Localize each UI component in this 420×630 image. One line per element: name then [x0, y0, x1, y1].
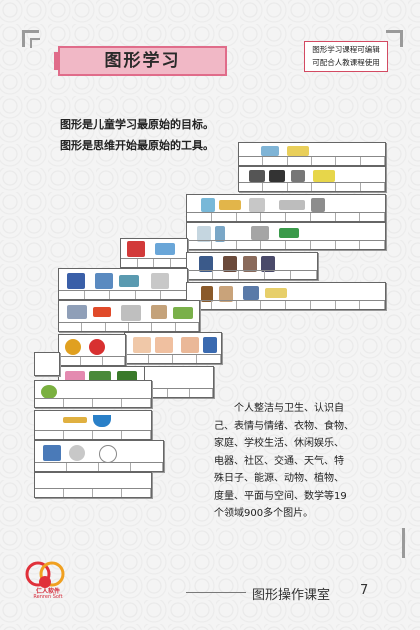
description-line: 度量、平面与空间、数学等19 — [214, 490, 347, 502]
picture-card — [34, 380, 152, 408]
footer-label: 图形操作课室 — [252, 588, 331, 603]
picture-card — [186, 282, 386, 310]
page-number: 7 — [360, 583, 369, 598]
picture-card — [120, 238, 188, 268]
logo-subtitle: Renren Soft — [33, 594, 63, 600]
description-line: 殊日子、能源、动物、植物、 — [214, 473, 344, 484]
note-line-2: 可配合人教课程使用 — [312, 58, 380, 67]
intro-line-2: 图形是思维开始最原始的工具。 — [60, 139, 214, 152]
picture-card — [58, 334, 126, 366]
corner-top-right — [386, 30, 403, 47]
footer-divider — [186, 592, 246, 593]
picture-card — [238, 142, 386, 166]
renren-logo-icon — [25, 561, 65, 588]
description-paragraph: 个人整洁与卫生、认识自 己、表情与情绪、衣物、食物、 家庭、学校生活、休闲娱乐、… — [214, 400, 374, 523]
description-line: 家庭、学校生活、休闲娱乐、 — [214, 438, 344, 449]
logo-name: 仁人软件 — [35, 588, 60, 595]
description-line: 电器、社区、交通、天气、特 — [214, 455, 344, 467]
page-title: 图形学习 — [104, 51, 181, 71]
description-line: 个领域900多个图片。 — [214, 508, 314, 519]
description-line: 个人整洁与卫生、认识自 — [234, 403, 344, 414]
picture-card — [58, 300, 200, 332]
note-line-1: 图形学习课程可编辑 — [312, 45, 380, 54]
page-title-box: 图形学习 — [54, 46, 227, 76]
picture-card — [186, 252, 318, 280]
course-note-box: 图形学习课程可编辑 可配合人教课程使用 — [304, 41, 388, 72]
corner-bottom-right — [392, 528, 405, 558]
intro-line-1: 图形是儿童学习最原始的目标。 — [60, 118, 214, 131]
picture-card — [34, 410, 152, 440]
picture-card — [34, 472, 152, 498]
corner-top-left-inner — [30, 38, 40, 48]
picture-card — [186, 194, 386, 222]
picture-card — [144, 366, 214, 398]
picture-card — [186, 222, 386, 250]
picture-card — [124, 332, 222, 364]
description-line: 己、表情与情绪、衣物、食物、 — [214, 420, 354, 432]
picture-card — [34, 440, 164, 472]
picture-card — [34, 352, 60, 376]
corner-top-left — [22, 30, 39, 47]
picture-card — [238, 166, 386, 192]
title-accent-bar — [54, 52, 58, 70]
picture-card — [58, 268, 188, 300]
